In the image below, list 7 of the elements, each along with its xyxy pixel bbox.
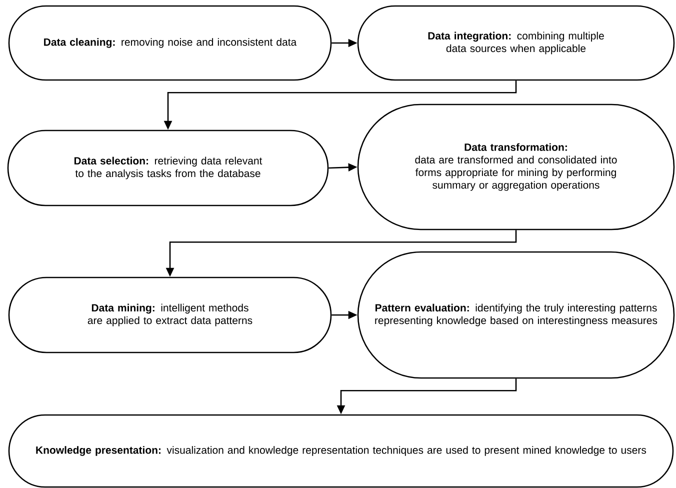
process-box: Data cleaning: removing noise and inconsistent data (8, 5, 332, 81)
process-box: Knowledge presentation: visualization and knowledge representation techniques are used to present mined knowledge to users (8, 414, 674, 488)
process-box: Pattern evaluation: identifying the truly interesting patterns representing knowledge based on interestingness measures (357, 251, 675, 379)
process-box: Data transformation: data are transformed and consolidated into forms appropriate for mining by performing summary or aggregation operations (357, 104, 675, 230)
process-box: Data selection: retrieving data relevant to the analysis tasks from the database (7, 130, 329, 206)
process-box: Data integration: combining multiple data sources when applicable (357, 5, 675, 81)
process-box: Data mining: intelligent methods are applied to extract data patterns (8, 276, 332, 354)
